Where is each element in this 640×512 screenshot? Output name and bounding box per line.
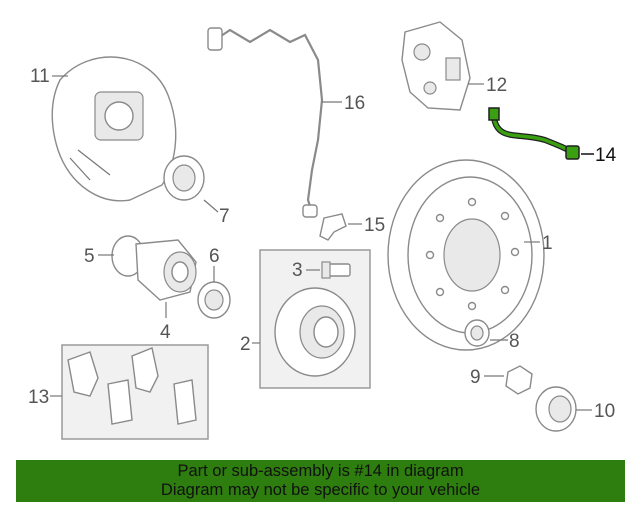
callout-12: 12 — [486, 75, 507, 96]
part-3-hub-bolt — [321, 261, 351, 279]
callout-7: 7 — [219, 206, 230, 227]
part-9-lock-cap — [505, 365, 533, 395]
callout-8: 8 — [509, 331, 520, 352]
part-6-wheel-bearing — [197, 281, 231, 319]
part-1-brake-rotor — [387, 159, 545, 351]
callout-3: 3 — [292, 260, 303, 281]
part-2-axle-hub — [274, 287, 356, 377]
info-banner: Part or sub-assembly is #14 in diagram D… — [16, 460, 625, 502]
callout-13: 13 — [28, 387, 49, 408]
parts-diagram: 11 7 16 15 12 14 — [28, 21, 617, 440]
callout-14: 14 — [595, 145, 617, 166]
callout-2: 2 — [240, 334, 251, 355]
part-12-brake-caliper — [401, 21, 471, 111]
callout-10: 10 — [594, 401, 615, 422]
part-10-hub-cap — [535, 386, 577, 432]
leader-7 — [203, 199, 219, 213]
part-13-brake-pads — [67, 347, 197, 425]
part-7-oil-seal — [163, 155, 205, 201]
banner-line-2: Diagram may not be specific to your vehi… — [160, 481, 481, 499]
callout-4: 4 — [160, 322, 171, 343]
callout-11: 11 — [30, 66, 50, 87]
callout-15: 15 — [364, 215, 385, 236]
part-8-lock-nut — [464, 319, 490, 347]
callout-6: 6 — [209, 246, 220, 267]
banner-line-1: Part or sub-assembly is #14 in diagram — [177, 462, 464, 480]
part-4-hub-assembly — [111, 235, 197, 301]
callout-16: 16 — [344, 93, 365, 114]
callout-5: 5 — [84, 246, 95, 267]
part-16-abs-sensor-wire — [207, 27, 324, 218]
callout-9: 9 — [470, 367, 481, 388]
part-11-dust-shield — [51, 56, 177, 202]
part-15-speed-sensor — [319, 213, 347, 241]
part-14-brake-hose — [488, 107, 580, 160]
callout-1: 1 — [542, 233, 553, 254]
